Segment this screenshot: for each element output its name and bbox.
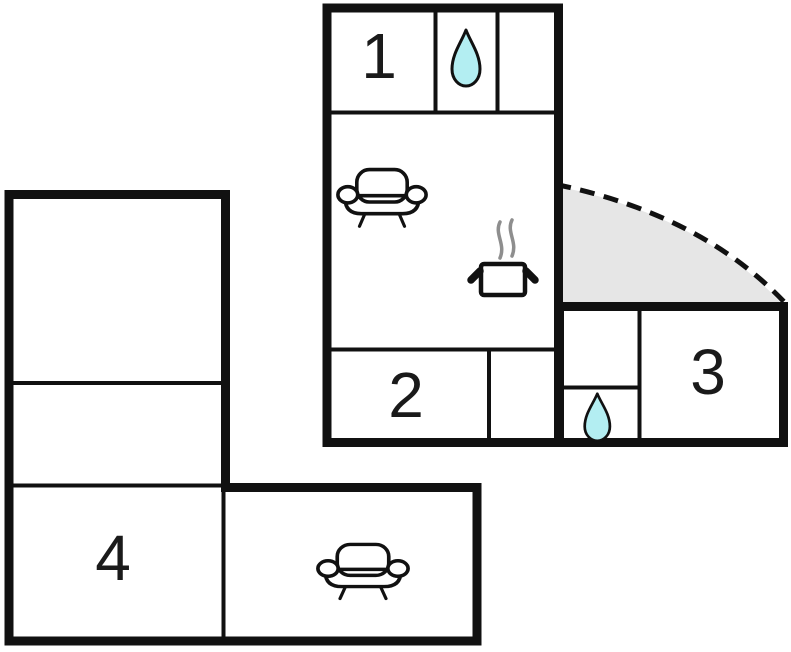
terrace-dashed-arc <box>555 182 790 308</box>
room-1-label: 1 <box>361 20 397 92</box>
room-2-label: 2 <box>388 359 424 431</box>
wall-outline-left-block <box>4 190 482 646</box>
wall-outline-top-block <box>322 3 563 447</box>
room-3-label: 3 <box>690 336 726 408</box>
terrace-area <box>561 187 783 305</box>
room-4-label: 4 <box>95 522 131 594</box>
